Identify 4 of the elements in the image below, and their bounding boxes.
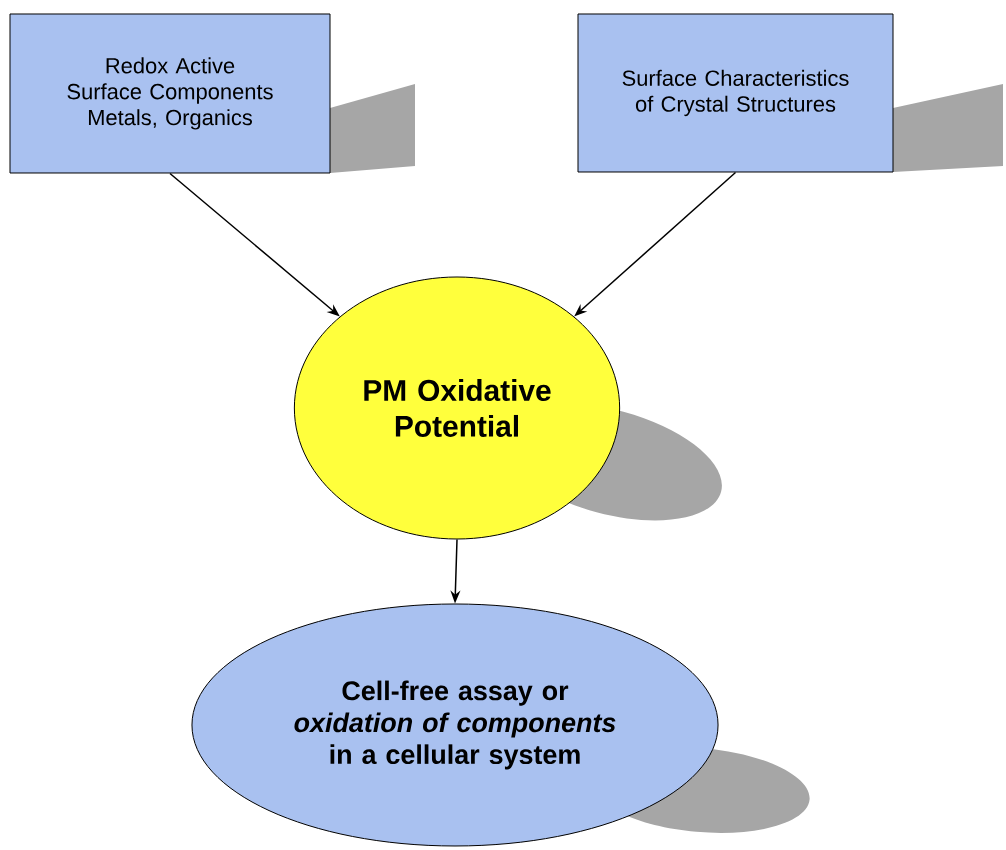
process-box: Surface Characteristics of Crystal Structures [577,13,894,173]
ellipse-node: Cell-free assay or oxidation of components in a cellular system [191,603,719,847]
ellipse-node: PM Oxidative Potential [293,276,621,540]
process-box: Redox Active Surface Components Metals, Organics [9,13,331,174]
